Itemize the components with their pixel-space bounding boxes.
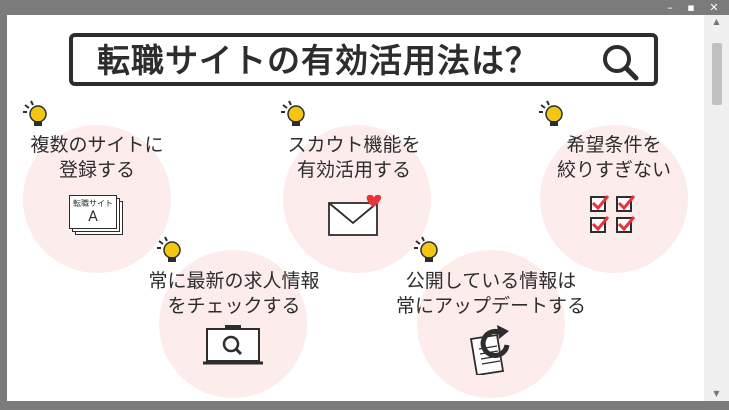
stacked-cards-icon: 転職サイト A (69, 195, 125, 235)
tip-circle (283, 125, 431, 273)
lightbulb-icon (539, 100, 563, 126)
maximize-icon[interactable]: ▪ (687, 1, 695, 14)
window-titlebar: – ▪ ✕ (0, 0, 729, 15)
tip-label: 複数のサイトに登録する (30, 134, 164, 181)
page-title: 転職サイトの有効活用法は？ (97, 41, 539, 80)
tip-label: 常に最新の求人情報をチェックする (148, 270, 320, 317)
vertical-scrollbar[interactable]: ▲ ▼ (704, 15, 729, 401)
document-refresh-icon (469, 325, 510, 375)
title-banner: 転職サイトの有効活用法は？ (69, 33, 658, 86)
close-icon[interactable]: ✕ (709, 1, 719, 14)
tip-label: 希望条件を絞りすぎない (556, 134, 671, 181)
lightbulb-icon (281, 100, 305, 126)
minimize-icon[interactable]: – (667, 1, 673, 14)
tip-label: 公開している情報は常にアップデートする (395, 270, 586, 317)
window-frame-bottom (0, 401, 729, 410)
lightbulb-icon (23, 100, 47, 126)
scroll-up-icon[interactable]: ▲ (713, 17, 720, 26)
slide-content: 転職サイトの有効活用法は？ 複数のサイトに登録する 転職サイト A (7, 15, 704, 401)
lightbulb-icon (414, 236, 438, 262)
tip-label: スカウト機能を有効活用する (287, 134, 421, 181)
window-frame-left (0, 15, 7, 410)
search-icon (603, 45, 639, 81)
card-label: 転職サイト (73, 199, 113, 208)
tip-circle (159, 250, 307, 398)
checkbox-grid-icon (590, 195, 636, 233)
tip-circle (540, 125, 688, 273)
envelope-heart-icon (328, 194, 382, 236)
lightbulb-icon (157, 236, 181, 262)
card-letter: A (88, 209, 98, 225)
scroll-down-icon[interactable]: ▼ (713, 389, 720, 398)
monitor-search-icon (203, 325, 263, 365)
scroll-thumb[interactable] (712, 43, 722, 105)
